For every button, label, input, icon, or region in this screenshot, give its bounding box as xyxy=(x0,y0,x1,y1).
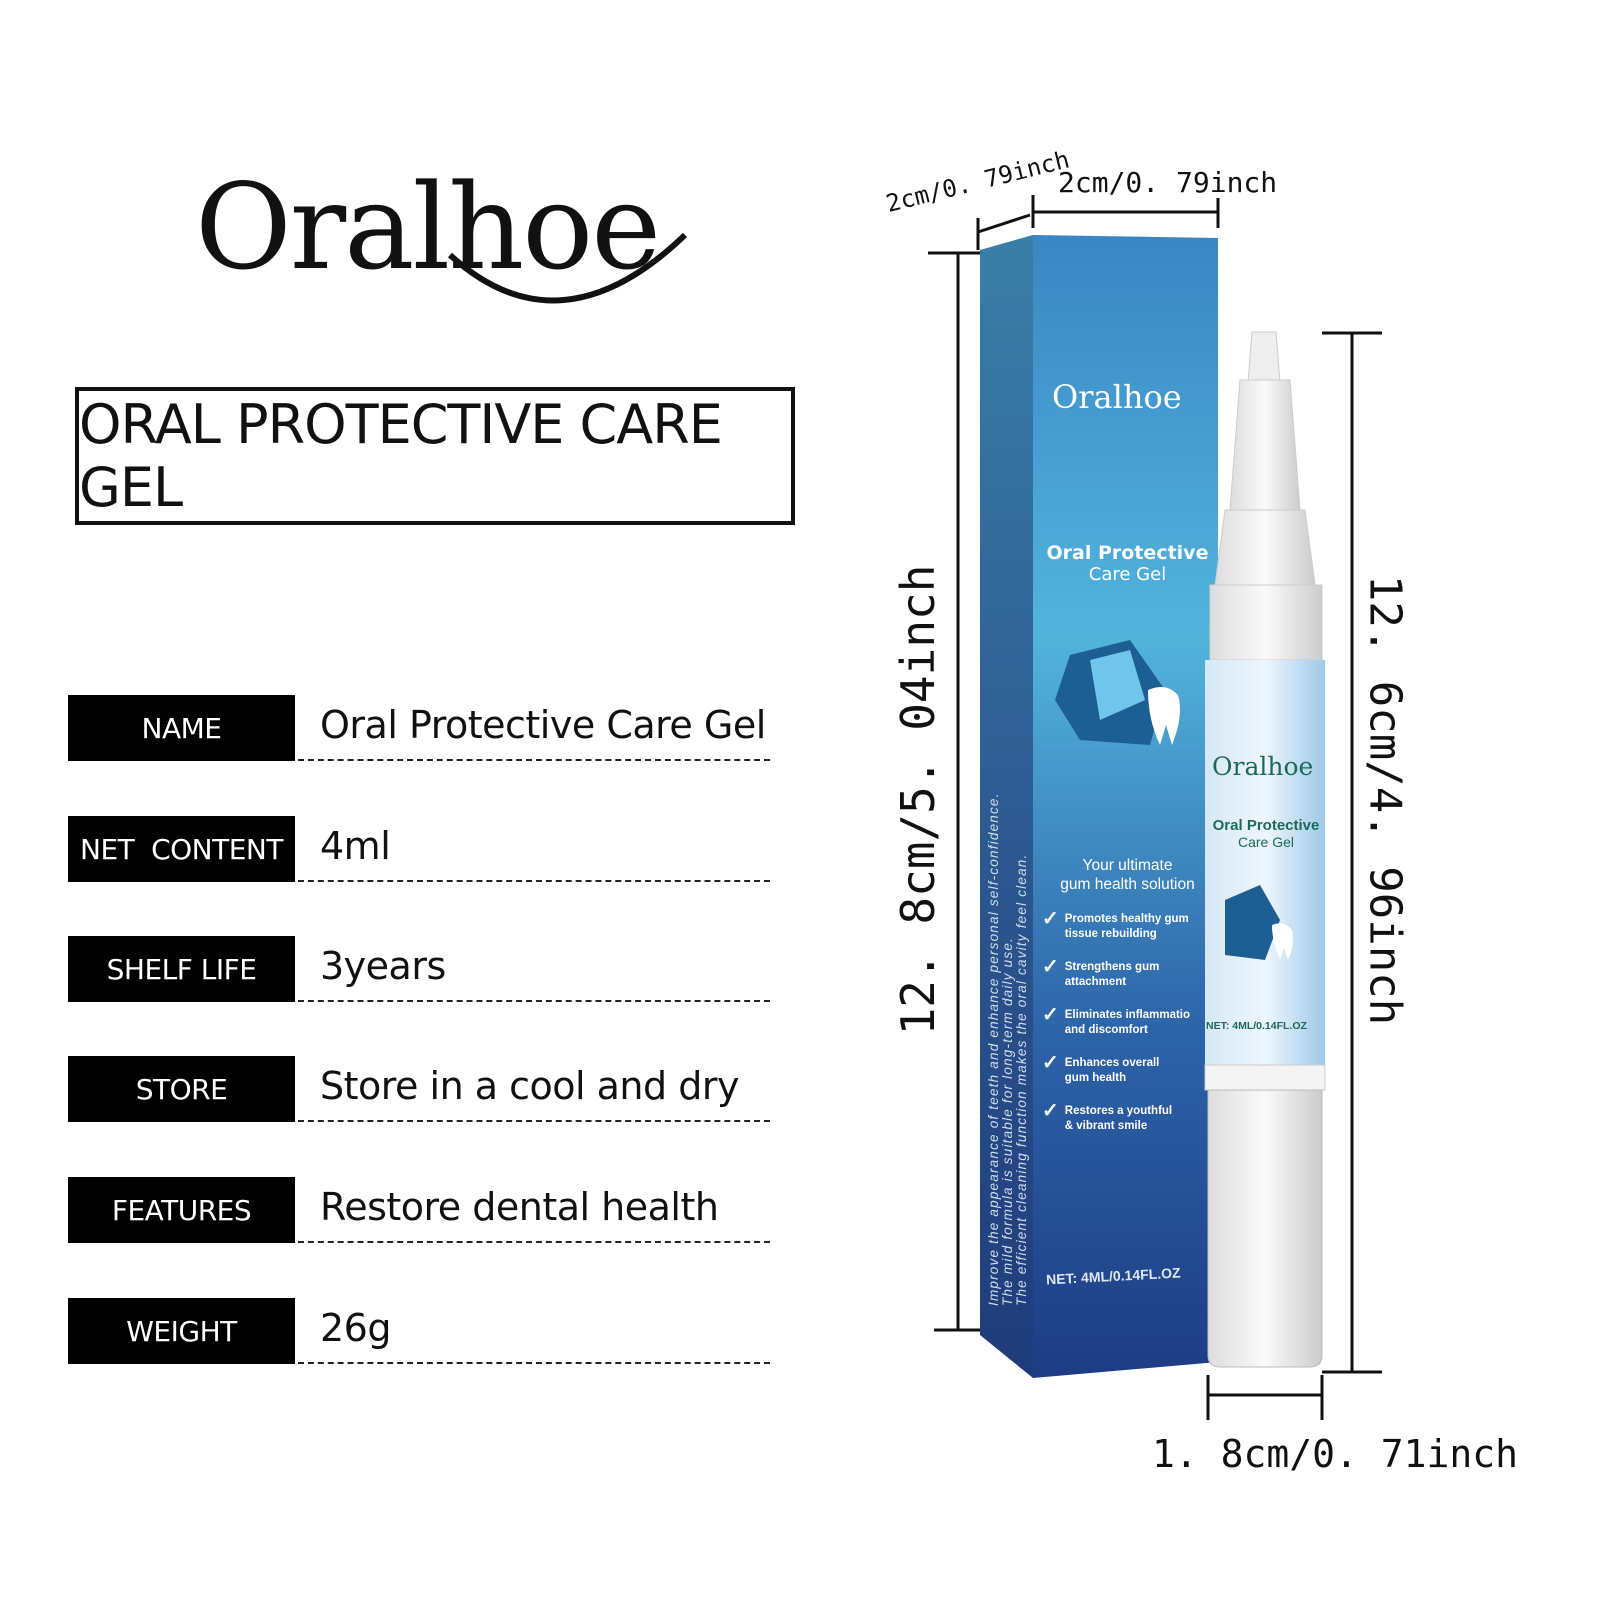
box-height-label: 12. 8cm/5. 04inch xyxy=(891,564,945,1036)
spec-label: NAME xyxy=(68,695,295,761)
spec-value: Restore dental health xyxy=(320,1185,719,1229)
spec-label: FEATURES xyxy=(68,1177,295,1243)
benefit-text: & vibrant smile xyxy=(1064,1120,1148,1132)
benefit-text: Eliminates inflammatio xyxy=(1064,1009,1191,1021)
spec-label: SHELF LIFE xyxy=(68,936,295,1002)
benefit-item: ✓ Eliminates inflammatio and discomfort xyxy=(1042,1004,1207,1056)
spec-value: Store in a cool and dry xyxy=(320,1064,739,1108)
pen-height-label: 12. 6cm/4. 96inch xyxy=(1359,574,1411,1026)
spec-value: Oral Protective Care Gel xyxy=(320,703,766,747)
crystal-tooth-image xyxy=(1055,640,1180,745)
benefit-text: Restores a youthful xyxy=(1064,1105,1173,1117)
box-name-line: Care Gel xyxy=(1088,564,1167,585)
tagline-line: gum health solution xyxy=(1060,876,1195,893)
spec-label: NET CONTENT xyxy=(68,816,295,882)
box-tagline: Your ultimate gum health solution xyxy=(1045,856,1210,894)
spec-row-name: NAME Oral Protective Care Gel xyxy=(68,695,770,761)
brand-logo: Oralhoe xyxy=(195,158,661,296)
box-name-line: Oral Protective xyxy=(1046,542,1209,564)
side-line: Improve the appearance of teeth and enha… xyxy=(986,792,1001,1306)
pen-net-content: NET: 4ML/0.14FL.OZ xyxy=(1206,1020,1307,1032)
benefit-text: Promotes healthy gum xyxy=(1064,913,1189,925)
box-width-label: 2cm/0. 79inch xyxy=(1058,166,1278,199)
benefit-text: Enhances overall xyxy=(1064,1057,1160,1069)
check-circle-icon: ✓ xyxy=(1042,1100,1059,1122)
box-benefits-list: ✓ Promotes healthy gum tissue rebuilding ✓… xyxy=(1042,912,1207,1152)
pen-name-line: Oral Protective xyxy=(1212,817,1320,834)
benefit-item: ✓ Strengthens gum attachment xyxy=(1042,956,1207,1008)
spec-label: STORE xyxy=(68,1056,295,1122)
benefit-text: Strengthens gum xyxy=(1064,961,1160,973)
benefit-text: and discomfort xyxy=(1064,1024,1148,1036)
spec-row-store: STORE Store in a cool and dry xyxy=(68,1056,770,1122)
benefit-item: ✓ Restores a youthful & vibrant smile xyxy=(1042,1100,1207,1152)
pen-brand: Oralhoe xyxy=(1212,752,1314,781)
benefit-text: attachment xyxy=(1064,976,1127,988)
product-title: ORAL PROTECTIVE CARE GEL xyxy=(79,393,723,519)
spec-row-net-content: NET CONTENT 4ml xyxy=(68,816,770,882)
pen-name-line: Care Gel xyxy=(1237,834,1295,850)
benefit-text: gum health xyxy=(1064,1072,1127,1084)
pen-crystal-image xyxy=(1225,885,1293,960)
logo-swoosh-icon xyxy=(447,232,688,304)
spec-value: 26g xyxy=(320,1306,391,1350)
tagline-line: Your ultimate xyxy=(1082,857,1173,874)
spec-row-shelf-life: SHELF LIFE 3years xyxy=(68,936,770,1002)
spec-row-weight: WEIGHT 26g xyxy=(68,1298,770,1364)
spec-label: WEIGHT xyxy=(68,1298,295,1364)
check-circle-icon: ✓ xyxy=(1042,1004,1059,1026)
benefit-item: ✓ Enhances overall gum health xyxy=(1042,1052,1207,1104)
check-circle-icon: ✓ xyxy=(1042,1052,1059,1074)
benefit-item: ✓ Promotes healthy gum tissue rebuilding xyxy=(1042,912,1207,960)
box-brand: Oralhoe xyxy=(1052,378,1182,416)
box-side-text: Improve the appearance of teeth and enha… xyxy=(986,506,1029,1306)
benefit-text: tissue rebuilding xyxy=(1064,928,1157,940)
spec-value: 4ml xyxy=(320,824,391,868)
spec-value: 3years xyxy=(320,944,446,988)
product-title-box: ORAL PROTECTIVE CARE GEL xyxy=(75,387,795,525)
pen-width-label: 1. 8cm/0. 71inch xyxy=(1152,1432,1519,1476)
spec-row-features: FEATURES Restore dental health xyxy=(68,1177,770,1243)
check-circle-icon: ✓ xyxy=(1042,956,1059,978)
box-product-name: Oral Protective Care Gel xyxy=(1040,542,1215,585)
pen-product-name: Oral Protective Care Gel xyxy=(1205,817,1327,850)
check-circle-icon: ✓ xyxy=(1042,912,1059,930)
side-line: The mild formula is suitable for long-te… xyxy=(1000,937,1015,1306)
side-line: The efficient cleaning function makes th… xyxy=(1014,853,1029,1306)
